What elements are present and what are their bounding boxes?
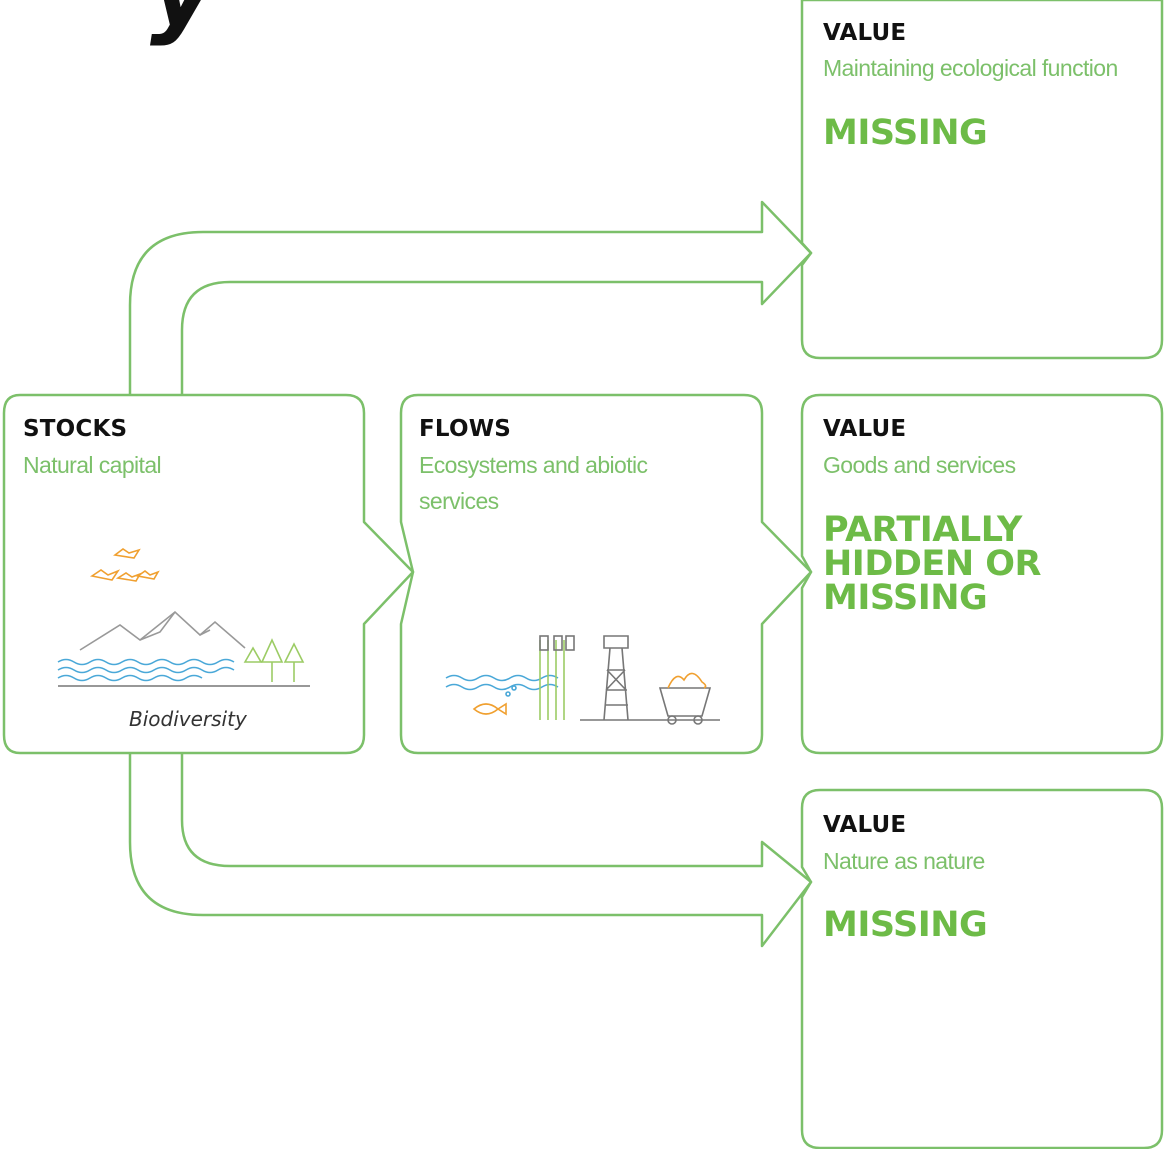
flows-subtitle-line2: services <box>419 488 499 514</box>
flows-subtitle-line1: Ecosystems and abiotic <box>419 452 648 478</box>
arrow-to-nature-value <box>128 753 813 948</box>
stocks-heading: STOCKS <box>23 416 128 442</box>
value-status-line: MISSING <box>823 578 988 618</box>
value-heading: VALUE <box>823 812 907 838</box>
value-status: MISSING <box>823 113 988 153</box>
value-heading: VALUE <box>823 416 907 442</box>
flows-heading: FLOWS <box>419 416 512 442</box>
stocks-box <box>2 393 415 755</box>
value-subtitle: Goods and services <box>823 452 1016 478</box>
river-mine-illustration <box>445 635 720 725</box>
value-status-line: PARTIALLY <box>823 510 1022 550</box>
value-status: MISSING <box>823 905 988 945</box>
stocks-subtitle: Natural capital <box>23 452 162 478</box>
value-box-middle <box>800 393 1164 755</box>
value-subtitle: Maintaining ecological function <box>823 55 1118 81</box>
value-box-top <box>800 0 1164 360</box>
value-subtitle: Nature as nature <box>823 848 985 874</box>
stocks-caption: Biodiversity <box>129 707 247 731</box>
value-status-line: HIDDEN OR <box>823 544 1042 584</box>
landscape-illustration <box>57 548 310 687</box>
arrow-to-ecological-value <box>128 200 813 395</box>
value-heading: VALUE <box>823 20 907 46</box>
value-box-bottom <box>800 788 1164 1149</box>
header-fragment: y <box>150 0 215 40</box>
flows-box <box>399 393 813 755</box>
